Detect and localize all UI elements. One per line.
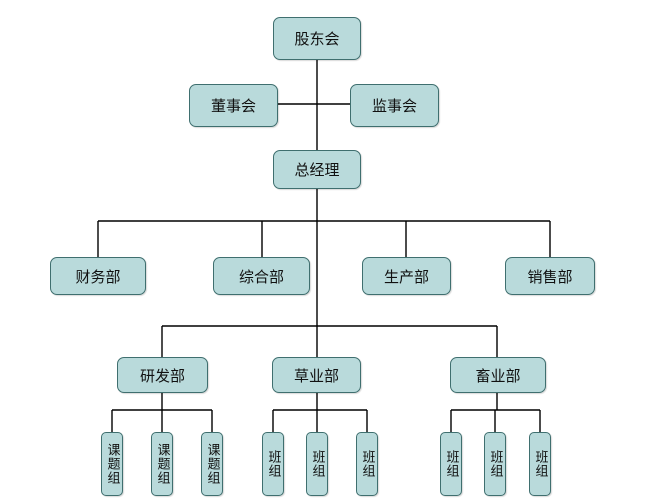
rnd-department-box: 研发部: [117, 357, 208, 393]
supervisors-box: 监事会: [350, 84, 439, 127]
grass-department-box: 草业部: [272, 357, 361, 393]
general-manager-box: 总经理: [273, 150, 361, 189]
team-box: 班组: [262, 432, 284, 496]
project-group-box: 课题组: [151, 432, 173, 496]
team-box: 班组: [440, 432, 462, 496]
team-box: 班组: [484, 432, 506, 496]
sales-department-box: 销售部: [505, 257, 595, 295]
project-group-box: 课题组: [201, 432, 223, 496]
livestock-department-box: 畜业部: [450, 357, 546, 393]
board-box: 董事会: [189, 84, 278, 127]
project-group-box: 课题组: [101, 432, 123, 496]
finance-department-box: 财务部: [50, 257, 146, 295]
team-box: 班组: [356, 432, 378, 496]
general-department-box: 综合部: [213, 257, 310, 295]
team-box: 班组: [306, 432, 328, 496]
production-department-box: 生产部: [362, 257, 451, 295]
team-box: 班组: [529, 432, 551, 496]
shareholders-box: 股东会: [273, 17, 361, 60]
